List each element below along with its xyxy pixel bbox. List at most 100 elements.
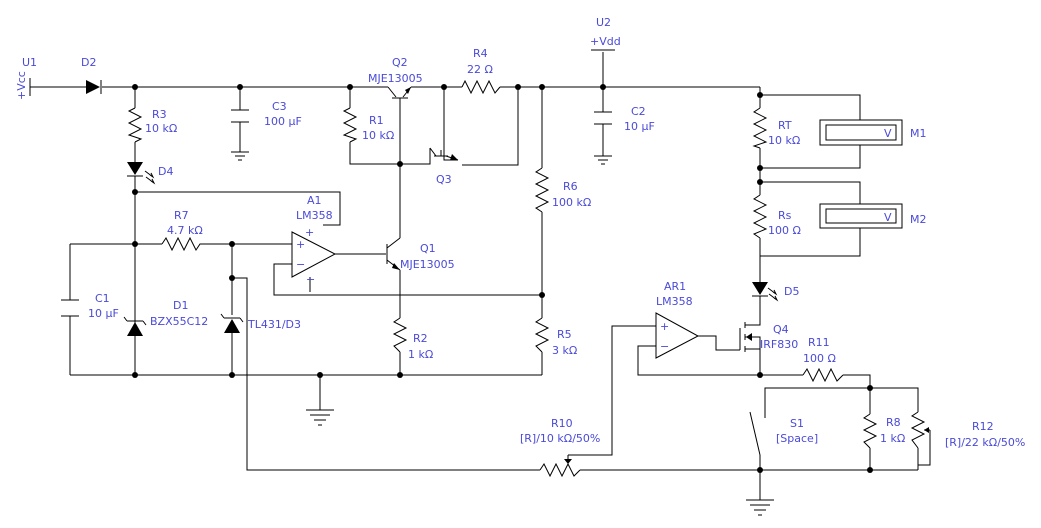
capacitor-c3-ref: C3 xyxy=(272,100,287,113)
resistor-r11: R11 100 Ω xyxy=(802,336,844,383)
zener-d1: D1 BZX55C12 xyxy=(123,299,208,336)
diode-d2-ref: D2 xyxy=(81,56,96,69)
resistor-rs: Rs 100 Ω xyxy=(752,194,801,239)
transistor-q3-ref: Q3 xyxy=(436,173,452,186)
source-u1: U1 +Vcc xyxy=(15,56,37,100)
opamp-ar1-plus: + xyxy=(660,320,669,333)
source-u2-ref: U2 xyxy=(596,16,611,29)
resistor-r11-value: 100 Ω xyxy=(803,352,836,365)
resistor-r8: R8 1 kΩ xyxy=(862,413,905,449)
resistor-r7-ref: R7 xyxy=(174,209,189,222)
junction-dot xyxy=(347,84,353,90)
junction-dot xyxy=(867,467,873,473)
ground-symbol xyxy=(306,409,334,426)
resistor-r4: R4 22 Ω xyxy=(461,47,501,95)
junction-dot xyxy=(757,467,763,473)
junction-dot xyxy=(757,179,763,185)
transistor-q2-ref: Q2 xyxy=(392,56,408,69)
junction-dot xyxy=(317,372,323,378)
capacitor-c2-ref: C2 xyxy=(631,105,646,118)
resistor-r1: R1 10 kΩ xyxy=(342,107,394,143)
capacitor-c3-value: 100 µF xyxy=(264,115,302,128)
junction-dot xyxy=(132,84,138,90)
resistor-r5-value: 3 kΩ xyxy=(552,344,577,357)
voltmeter-m1-unit: V xyxy=(884,127,892,140)
wires xyxy=(29,52,931,500)
led-d4-ref: D4 xyxy=(158,165,173,178)
opamp-a1-value: LM358 xyxy=(296,209,333,222)
opamp-ar1-ref: AR1 xyxy=(664,280,686,293)
potentiometer-r12-ref: R12 xyxy=(972,420,994,433)
capacitor-c1-value: 10 µF xyxy=(88,307,119,320)
opamp-a1: + + − − A1 LM358 xyxy=(291,194,337,286)
potentiometer-r10: R10 [R]/10 kΩ/50% xyxy=(520,417,600,478)
transistor-q2: Q2 MJE13005 xyxy=(368,56,423,103)
junction-dot xyxy=(600,84,606,90)
ground-symbol xyxy=(746,499,774,516)
resistor-r5: R5 3 kΩ xyxy=(534,317,577,357)
opamp-a1-minus-bottom: − xyxy=(306,273,315,286)
source-u1-label: +Vcc xyxy=(15,71,28,100)
resistor-r6-value: 100 kΩ xyxy=(552,196,591,209)
switch-s1-key: [Space] xyxy=(776,432,818,445)
potentiometer-r10-value: [R]/10 kΩ/50% xyxy=(520,432,600,445)
junction-dot xyxy=(397,161,403,167)
resistor-r2: R2 1 kΩ xyxy=(392,317,433,361)
resistor-r3: R3 10 kΩ xyxy=(127,107,177,143)
junction-dot xyxy=(539,84,545,90)
opamp-a1-plus-top: + xyxy=(305,226,314,239)
source-u2-label: +Vdd xyxy=(590,35,621,48)
opamp-a1-ref: A1 xyxy=(307,194,322,207)
transistor-q1-ref: Q1 xyxy=(420,242,436,255)
junction-dot xyxy=(132,241,138,247)
regulator-d3-value: TL431/D3 xyxy=(247,318,301,331)
junction-dot xyxy=(229,275,235,281)
zener-d1-ref: D1 xyxy=(173,299,188,312)
resistor-r4-ref: R4 xyxy=(473,47,488,60)
mosfet-q4-ref: Q4 xyxy=(773,323,789,336)
resistor-rt-value: 10 kΩ xyxy=(768,134,800,147)
resistor-r3-ref: R3 xyxy=(152,108,167,121)
capacitor-c1: C1 10 µF xyxy=(61,292,119,320)
resistor-rs-ref: Rs xyxy=(778,209,792,222)
led-d5-ref: D5 xyxy=(784,285,799,298)
transistor-q1: Q1 MJE13005 xyxy=(378,237,455,271)
resistor-r1-ref: R1 xyxy=(369,114,384,127)
potentiometer-r12-value: [R]/22 kΩ/50% xyxy=(945,436,1025,449)
resistor-rt: RT 10 kΩ xyxy=(752,107,800,149)
opamp-a1-minus: − xyxy=(296,258,305,271)
junction-dot xyxy=(397,372,403,378)
resistor-rs-value: 100 Ω xyxy=(768,224,801,237)
resistor-r7-value: 4.7 kΩ xyxy=(167,224,203,237)
mosfet-q4-value: IRF830 xyxy=(760,338,798,351)
resistor-r8-value: 1 kΩ xyxy=(880,432,905,445)
junction-dot xyxy=(237,84,243,90)
resistor-r6: R6 100 kΩ xyxy=(534,167,591,213)
junction-dot xyxy=(441,84,447,90)
opamp-a1-plus: + xyxy=(296,238,305,251)
switch-s1-ref: S1 xyxy=(790,417,804,430)
led-d4: D4 xyxy=(127,162,173,185)
opamp-ar1-value: LM358 xyxy=(656,295,693,308)
resistor-r6-ref: R6 xyxy=(563,180,578,193)
opamp-ar1: + − AR1 LM358 xyxy=(655,280,700,359)
capacitor-c2-value: 10 µF xyxy=(624,120,655,133)
potentiometer-r10-ref: R10 xyxy=(551,417,573,430)
resistor-r1-value: 10 kΩ xyxy=(362,129,394,142)
source-u1-ref: U1 xyxy=(22,56,37,69)
opamp-ar1-minus: − xyxy=(660,340,669,353)
resistor-r8-ref: R8 xyxy=(886,416,901,429)
potentiometer-r12: R12 [R]/22 kΩ/50% xyxy=(910,411,1025,449)
voltmeter-m1: V M1 xyxy=(819,119,927,146)
resistor-r3-value: 10 kΩ xyxy=(145,122,177,135)
voltmeter-m1-ref: M1 xyxy=(910,127,927,140)
resistor-r5-ref: R5 xyxy=(557,328,572,341)
voltmeter-m2-unit: V xyxy=(884,211,892,224)
voltmeter-m2-ref: M2 xyxy=(910,213,927,226)
junction-dot xyxy=(132,372,138,378)
junction-dot xyxy=(229,372,235,378)
resistor-r7: R7 4.7 kΩ xyxy=(161,209,205,252)
junction-dot xyxy=(539,292,545,298)
switch-s1: S1 [Space] xyxy=(764,412,818,445)
